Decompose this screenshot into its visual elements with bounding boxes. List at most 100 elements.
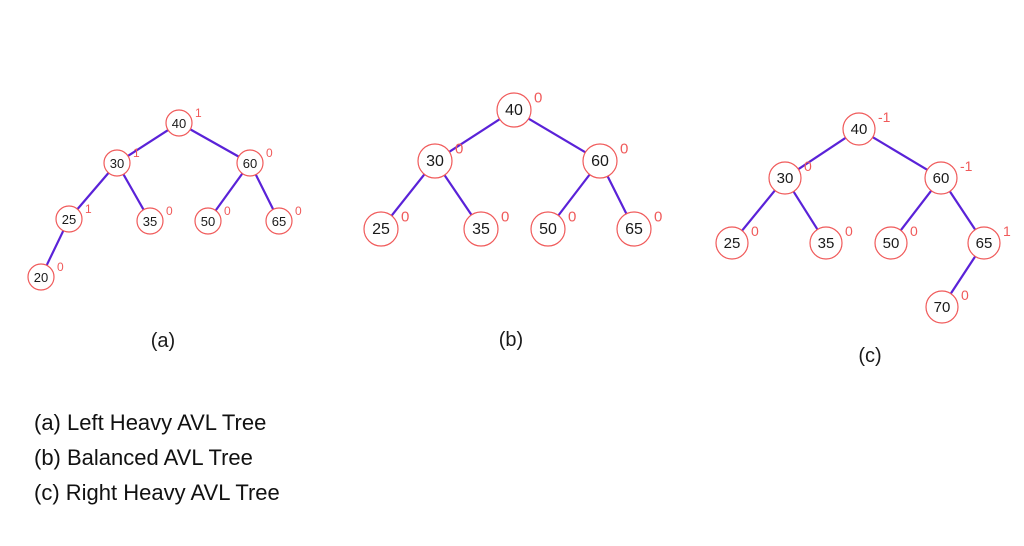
- edge-a60-a50: [214, 172, 244, 212]
- legend-line-b: (b) Balanced AVL Tree: [34, 445, 253, 470]
- tree-node: 20 0: [27, 260, 64, 291]
- legend-line-a: (a) Left Heavy AVL Tree: [34, 410, 267, 435]
- node-key: 30: [777, 170, 794, 187]
- legend: (a) Left Heavy AVL Tree (b) Balanced AVL…: [34, 405, 280, 510]
- node-key: 60: [243, 156, 257, 171]
- tree-node: 651: [967, 223, 1011, 260]
- tree-node: 30 0: [768, 158, 812, 195]
- node-circle: [194, 207, 222, 235]
- tree-node: 600: [582, 140, 628, 179]
- node-circle: [582, 143, 618, 179]
- node-circle: [55, 205, 83, 233]
- balance-factor: 0: [961, 287, 969, 303]
- node-circle: [616, 211, 652, 247]
- edge-b30-b35: [443, 173, 473, 217]
- tree-node: 35 0: [463, 208, 509, 247]
- node-circle: [496, 92, 532, 128]
- balance-factor: 0: [804, 158, 812, 174]
- edge-b60-b65: [606, 175, 628, 215]
- balance-factor: 1: [195, 106, 202, 120]
- edge-a30-a25: [76, 171, 110, 211]
- tree-node: 500: [194, 204, 231, 235]
- node-circle: [103, 149, 131, 177]
- balance-factor: 0: [568, 208, 576, 225]
- edge-c60-c65: [948, 190, 977, 231]
- node-circle: [265, 207, 293, 235]
- tree-node: 25 0: [363, 208, 409, 247]
- balance-factor: 0: [266, 146, 273, 160]
- node-key: 35: [818, 235, 835, 252]
- node-key: 40: [505, 102, 523, 119]
- tree-caption: (c): [858, 345, 881, 367]
- node-circle: [463, 211, 499, 247]
- node-key: 60: [933, 170, 950, 187]
- balance-factor: 0: [845, 223, 853, 239]
- node-key: 50: [539, 221, 557, 238]
- node-circle: [715, 226, 749, 260]
- tree-node: 35 0: [809, 223, 853, 260]
- node-key: 20: [34, 270, 48, 285]
- node-circle: [842, 112, 876, 146]
- node-circle: [925, 290, 959, 324]
- balance-factor: 0: [501, 208, 509, 225]
- node-key: 50: [201, 214, 215, 229]
- balance-factor: 1: [1003, 223, 1011, 239]
- tree-node: 300: [417, 140, 463, 179]
- node-circle: [967, 226, 1001, 260]
- tree-node: 40-1: [842, 109, 891, 146]
- edge-a40-a60: [189, 128, 240, 158]
- node-circle: [924, 161, 958, 195]
- tree-node: 30 1: [103, 146, 140, 177]
- edge-b40-b60: [527, 117, 587, 154]
- edge-b60-b50: [557, 173, 591, 217]
- node-key: 40: [851, 121, 868, 138]
- node-key: 25: [724, 235, 741, 252]
- node-circle: [417, 143, 453, 179]
- node-key: 35: [472, 221, 490, 238]
- node-key: 40: [172, 116, 186, 131]
- edge-c30-c25: [741, 189, 776, 232]
- node-circle: [27, 263, 55, 291]
- tree-node: 60-1: [924, 158, 973, 195]
- balance-factor: 0: [751, 223, 759, 239]
- node-key: 65: [272, 214, 286, 229]
- balance-factor: 1: [133, 146, 140, 160]
- edge-c65-c70: [949, 255, 977, 295]
- node-circle: [530, 211, 566, 247]
- edge-b30-b25: [390, 173, 426, 217]
- tree-node: 65 0: [616, 208, 662, 247]
- balance-factor: 0: [910, 223, 918, 239]
- tree-node: 700: [925, 287, 969, 324]
- node-circle: [165, 109, 193, 137]
- tree-node: 25 0: [715, 223, 759, 260]
- node-key: 35: [143, 214, 157, 229]
- tree-node: 500: [874, 223, 918, 260]
- tree-node: 40 0: [496, 89, 542, 128]
- node-key: 30: [426, 153, 444, 170]
- node-circle: [809, 226, 843, 260]
- balance-factor: 0: [57, 260, 64, 274]
- balance-factor: 0: [295, 204, 302, 218]
- tree-node: 65 0: [265, 204, 302, 235]
- tree-node: 40 1: [165, 106, 202, 137]
- balance-factor: 0: [401, 208, 409, 225]
- node-key: 60: [591, 153, 609, 170]
- edge-a25-a20: [45, 229, 65, 267]
- balance-factor: 0: [654, 208, 662, 225]
- edge-a60-a65: [254, 173, 275, 211]
- tree-node: 251: [55, 202, 92, 233]
- node-key: 30: [110, 156, 124, 171]
- node-key: 25: [372, 221, 390, 238]
- edge-c30-c35: [792, 190, 819, 231]
- edge-c40-c60: [871, 136, 929, 171]
- tree-node: 50 0: [530, 208, 576, 247]
- node-key: 65: [625, 221, 643, 238]
- balance-factor: 0: [534, 89, 542, 106]
- node-circle: [136, 207, 164, 235]
- node-key: 25: [62, 212, 76, 227]
- node-circle: [363, 211, 399, 247]
